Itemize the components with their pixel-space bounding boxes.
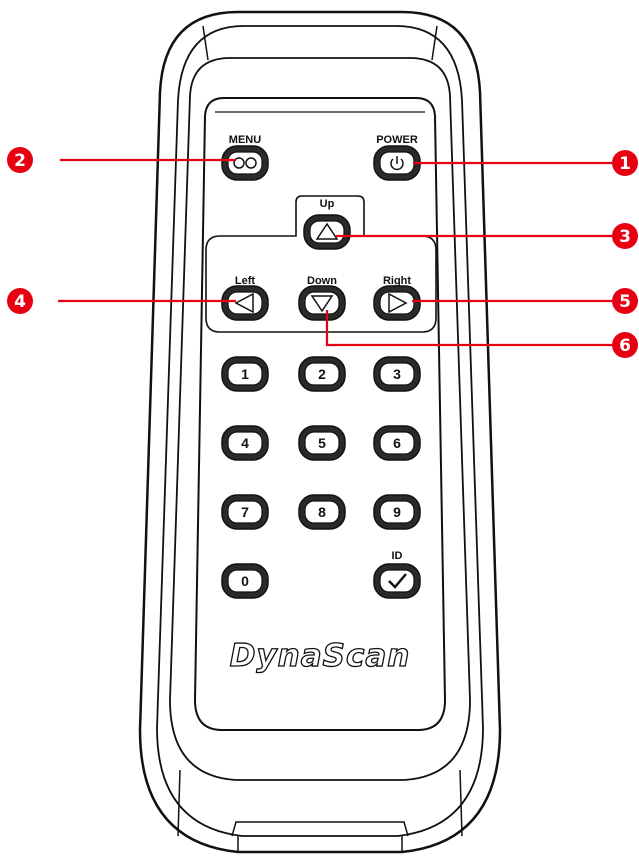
callout-marker-5: 5 [612,288,638,314]
triangle-right-icon [388,292,408,314]
brand-logo-text: DynaScan [230,638,411,674]
callout-marker-2: 2 [7,147,33,173]
left-button[interactable] [221,285,269,321]
menu-button[interactable] [221,145,269,181]
svg-text:1: 1 [619,154,631,174]
key-6-button[interactable]: 6 [373,425,421,461]
key-label: 7 [241,504,249,520]
svg-text:2: 2 [14,151,26,171]
menu-label: MENU [229,134,261,146]
remote-buttons: 1 2 3 4 5 6 7 8 9 0 [221,145,421,599]
key-label: 8 [318,504,326,520]
key-label: 2 [318,366,326,382]
key-4-button[interactable]: 4 [221,425,269,461]
id-button[interactable] [373,563,421,599]
key-5-button[interactable]: 5 [298,425,346,461]
right-label: Right [383,275,411,287]
svg-text:4: 4 [14,292,26,312]
callout-marker-1: 1 [612,150,638,176]
triangle-down-icon [310,295,334,313]
key-7-button[interactable]: 7 [221,494,269,530]
svg-text:3: 3 [619,227,631,247]
key-label: 4 [241,435,249,451]
checkmark-icon [388,573,407,589]
down-button[interactable] [298,285,346,321]
dpad-surround [205,195,437,333]
key-2-button[interactable]: 2 [298,356,346,392]
face-plate [193,97,447,731]
key-label: 9 [393,504,401,520]
left-label: Left [235,275,256,287]
up-button[interactable] [303,214,351,250]
up-label: Up [320,198,335,210]
key-label: 6 [393,435,401,451]
key-label: 1 [241,366,249,382]
power-icon [390,156,404,171]
svg-text:5: 5 [619,292,631,312]
key-9-button[interactable]: 9 [373,494,421,530]
callout-lines [58,158,612,347]
key-label: 0 [241,573,249,589]
callout-marker-4: 4 [7,288,33,314]
callout-marker-3: 3 [612,223,638,249]
key-label: 3 [393,366,401,382]
key-0-button[interactable]: 0 [221,563,269,599]
triangle-up-icon [315,222,339,240]
triangle-left-icon [234,292,254,314]
key-8-button[interactable]: 8 [298,494,346,530]
callout-marker-6: 6 [612,332,638,358]
callout-line-6 [325,310,612,347]
svg-text:6: 6 [619,336,631,356]
menu-icon [233,157,257,169]
key-label: 5 [318,435,326,451]
id-label: ID [392,550,403,562]
right-button[interactable] [373,285,421,321]
key-1-button[interactable]: 1 [221,356,269,392]
power-label: POWER [376,134,418,146]
down-label: Down [307,275,337,287]
key-3-button[interactable]: 3 [373,356,421,392]
